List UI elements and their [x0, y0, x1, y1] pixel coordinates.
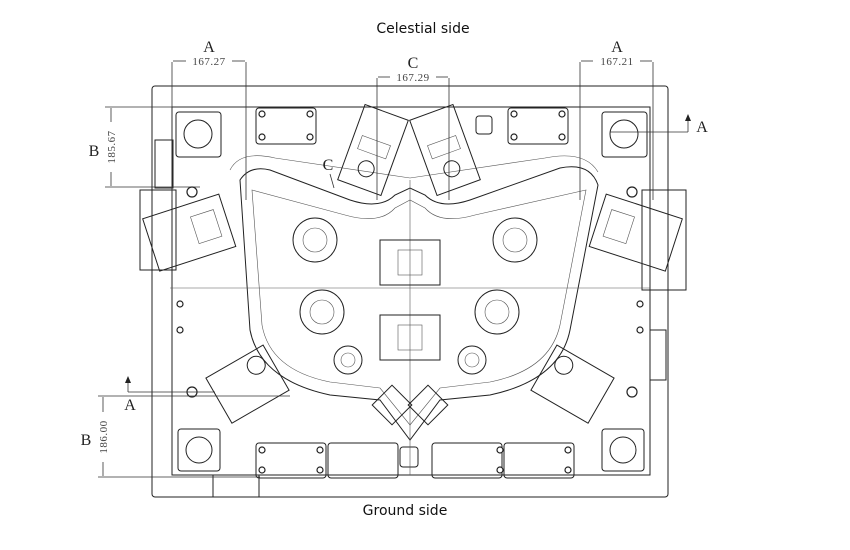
cavity-outline	[170, 155, 650, 475]
arrow-up-icon	[125, 376, 131, 383]
ground-side-caption: Ground side	[363, 503, 448, 519]
dimension-value: 167.21	[600, 56, 633, 68]
arrow-up-icon	[685, 114, 691, 121]
cylinders	[292, 217, 538, 375]
dimension-value: 167.27	[192, 56, 225, 68]
clamp-units	[142, 103, 683, 426]
dimension-top-left: A 167.27	[171, 39, 247, 200]
dimension-left-lower: B 186.00	[81, 395, 290, 478]
section-marker-right: A	[610, 114, 708, 136]
clamp-plates	[255, 107, 575, 479]
section-letter: A	[203, 39, 215, 56]
dimension-value: 186.00	[98, 420, 110, 453]
dimension-value: 167.29	[396, 72, 429, 84]
outer-frame	[139, 85, 687, 498]
section-marker-inner: C	[323, 157, 335, 189]
dimension-value: 185.67	[106, 130, 118, 163]
center-slides	[379, 239, 441, 361]
section-letter: A	[611, 39, 623, 56]
dimension-top-center: C 167.29	[376, 55, 450, 200]
bolts	[176, 110, 644, 474]
dimension-top-right: A 167.21	[579, 39, 654, 200]
svg-text:A: A	[124, 397, 136, 414]
dimension-left-upper: B 185.67	[89, 106, 300, 188]
corner-pads	[175, 111, 648, 472]
section-letter: B	[89, 143, 100, 160]
section-letter: B	[81, 432, 92, 449]
svg-text:A: A	[696, 119, 708, 136]
section-letter: C	[408, 55, 419, 72]
section-marker-left: A	[124, 376, 215, 414]
svg-text:C: C	[323, 157, 334, 174]
celestial-side-caption: Celestial side	[376, 21, 469, 37]
